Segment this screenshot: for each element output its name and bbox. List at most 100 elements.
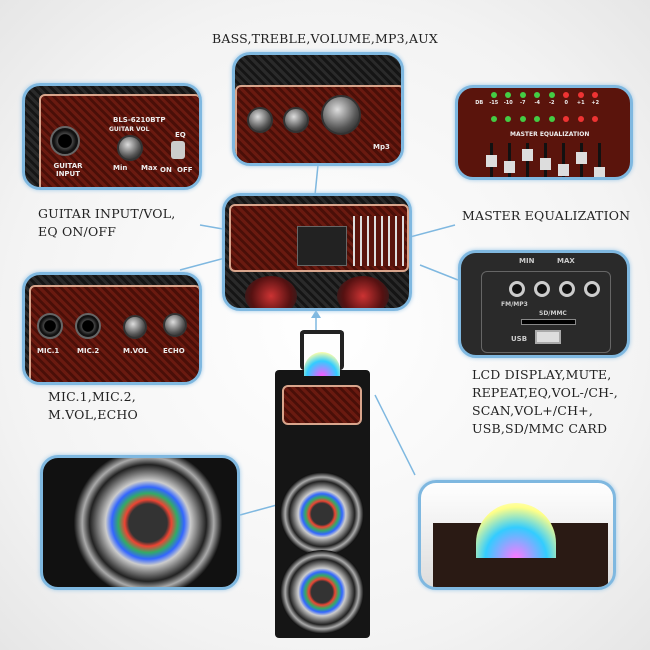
level-led [548, 116, 555, 122]
eq-switch [171, 141, 185, 159]
panel-guitar-input: BLS-6210BTP GUITAR INPUT GUITAR VOL Min … [22, 83, 202, 190]
callout-mic: MIC.1,MIC.2, M.VOL,ECHO [48, 388, 138, 424]
db-tick: 0 [564, 100, 568, 106]
callout-line: LCD DISPLAY,MUTE, [472, 367, 612, 382]
usb-label: USB [511, 335, 528, 343]
sd-slot [521, 319, 576, 325]
level-led [534, 116, 540, 122]
mvol-knob [123, 315, 147, 339]
panel-mic: MIC.1 MIC.2 M.VOL ECHO [22, 272, 202, 385]
fm-mp3-label: FM/MP3 [501, 301, 528, 308]
level-led [534, 92, 540, 98]
model-label: BLS-6210BTP [113, 116, 166, 124]
disco-dome [304, 352, 340, 376]
fm-mp3-button [509, 281, 525, 297]
usb-port [535, 330, 561, 344]
db-tick: -7 [519, 100, 526, 106]
callout-line: GUITAR INPUT/VOL, [38, 206, 176, 221]
lcd-faceplate [481, 271, 611, 353]
lcd-module [297, 226, 347, 266]
level-led [563, 92, 569, 98]
trolley-handle [300, 330, 344, 370]
eq-slider-knob [576, 152, 587, 164]
level-led [563, 116, 569, 122]
level-led [505, 92, 511, 98]
mic2-label: MIC.2 [77, 347, 100, 355]
echo-knob [163, 313, 187, 337]
treble-knob [283, 107, 309, 133]
eq-slider-track [598, 143, 601, 177]
echo-label: ECHO [163, 347, 185, 355]
level-led [577, 92, 584, 98]
eq-label: EQ [175, 131, 186, 139]
eq-slider-knob [558, 164, 569, 176]
db-tick: -10 [503, 100, 513, 106]
min-label: MIN [519, 257, 535, 265]
eq-module [353, 216, 405, 266]
db-tick: DB [475, 100, 484, 106]
panel-master-eq: DB -15 -10 -7 -4 -2 0 +1 +2 MASTER EQUALIZATION [455, 85, 633, 180]
level-led [519, 116, 526, 122]
eq-slider-knob [594, 167, 605, 177]
db-tick: -2 [548, 100, 555, 106]
woofer-top [280, 472, 364, 556]
level-led [592, 92, 598, 98]
off-label: OFF [177, 166, 193, 174]
mp3-label: Mp3 [373, 143, 390, 151]
level-led [548, 92, 555, 98]
level-led [490, 116, 497, 122]
eq-slider-knob [522, 149, 533, 161]
callout-line: USB,SD/MMC CARD [472, 421, 608, 436]
eq-slider-knob [504, 161, 515, 173]
mic1-label: MIC.1 [37, 347, 60, 355]
callout-line: M.VOL,ECHO [48, 407, 138, 422]
callout-lcd: LCD DISPLAY,MUTE, REPEAT,EQ,VOL-/CH-, SC… [472, 366, 618, 438]
eq-slider-track [508, 143, 511, 177]
panel-led-woofer [40, 455, 240, 590]
bass-knob [247, 107, 273, 133]
speaker-tower [270, 330, 375, 642]
level-led [577, 116, 584, 122]
eq-slider-track [562, 143, 565, 177]
db-tick: -4 [534, 100, 541, 106]
led-woofer [73, 458, 223, 587]
eq-slider-knob [540, 158, 551, 170]
level-led [592, 116, 598, 122]
mvol-label: M.VOL [123, 347, 149, 355]
sd-label: SD/MMC [539, 310, 567, 317]
level-led [490, 92, 497, 98]
level-led [505, 116, 511, 122]
control-plate [282, 385, 362, 425]
max-label: Max [141, 164, 158, 172]
db-scale: DB -15 -10 -7 -4 -2 0 +1 +2 [472, 100, 603, 106]
woofer-bottom [280, 550, 364, 634]
play-pause-button [534, 281, 550, 297]
tweeter-right [337, 276, 389, 308]
mic2-jack [75, 313, 101, 339]
callout-top: BASS,TREBLE,VOLUME,MP3,AUX [212, 31, 439, 46]
callout-line: EQ ON/OFF [38, 224, 117, 239]
level-led [519, 92, 526, 98]
callout-line: MIC.1,MIC.2, [48, 389, 136, 404]
mic1-jack [37, 313, 63, 339]
min-label: Min [113, 164, 128, 172]
callout-line: REPEAT,EQ,VOL-/CH-, [472, 385, 618, 400]
callout-line: SCAN,VOL+/CH+, [472, 403, 594, 418]
max-label: MAX [557, 257, 575, 265]
guitar-vol-knob [117, 135, 143, 161]
callout-eq: MASTER EQUALIZATION [462, 208, 631, 223]
panel-control-overview [222, 193, 412, 311]
guitar-input-jack [50, 126, 80, 156]
guitar-vol-label: GUITAR VOL [109, 126, 150, 133]
on-label: ON [160, 166, 172, 174]
master-eq-title: MASTER EQUALIZATION [510, 131, 590, 138]
db-tick: +1 [576, 100, 585, 106]
db-tick: -15 [489, 100, 499, 106]
eq-slider-knob [486, 155, 497, 167]
panel-disco-light [418, 480, 616, 590]
prev-button [584, 281, 600, 297]
tweeter-left [245, 276, 297, 308]
callout-guitar: GUITAR INPUT/VOL, EQ ON/OFF [38, 205, 175, 241]
panel-bass-treble-volume: Mp3 [232, 52, 404, 166]
db-tick: +2 [591, 100, 600, 106]
